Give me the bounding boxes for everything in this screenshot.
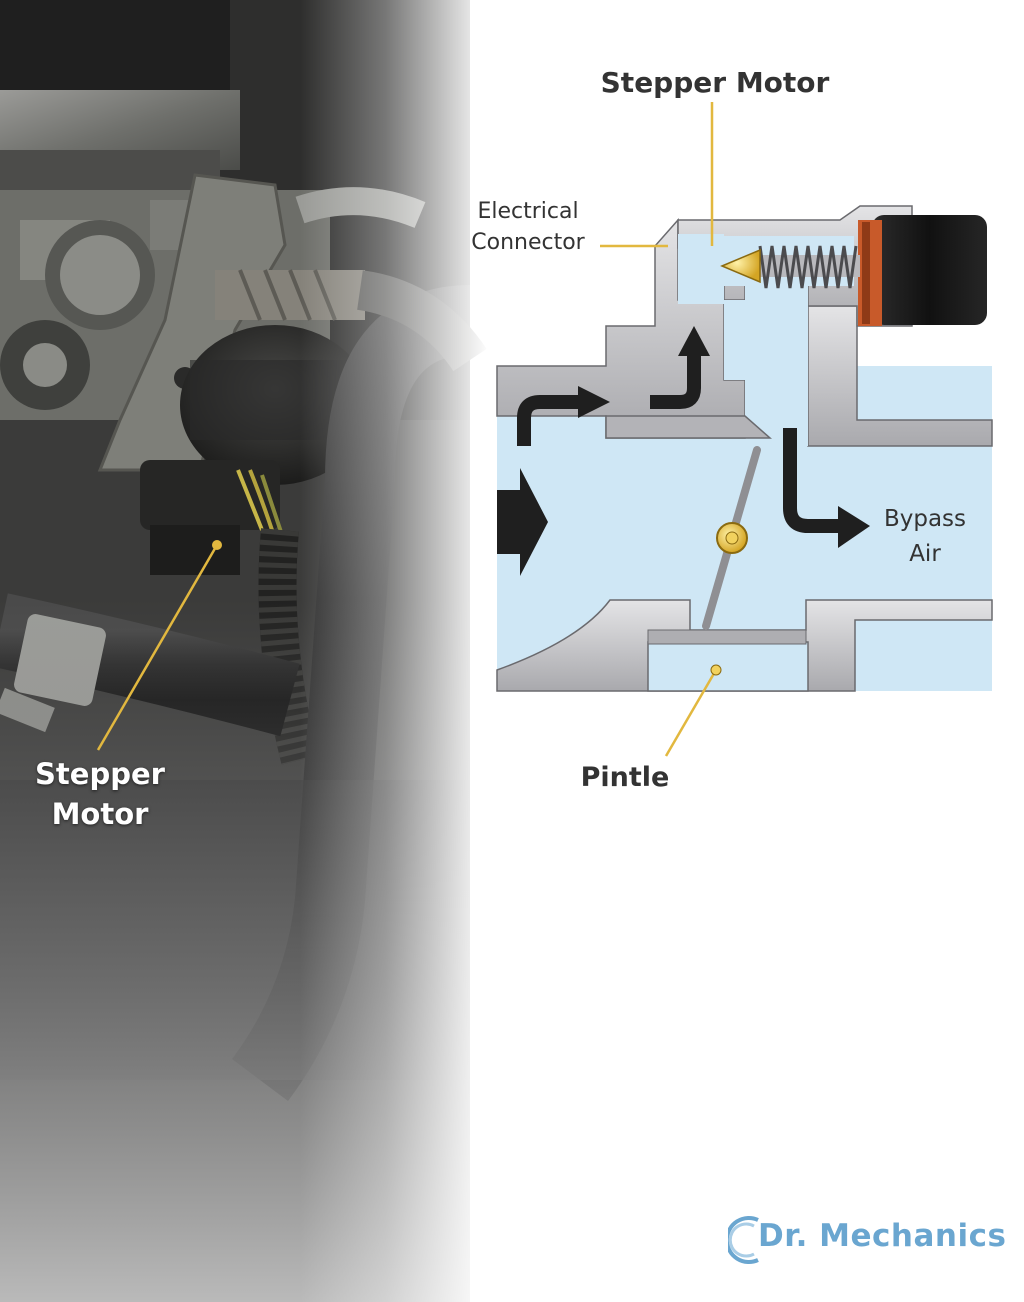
bypass-label-line1: Bypass: [883, 506, 967, 532]
logo-ring-icon: [728, 1216, 759, 1264]
photo-stepper-motor-label: Stepper Motor: [20, 754, 180, 834]
electrical-connector-plug: [872, 215, 987, 325]
pintle-tip: [720, 248, 761, 284]
photo-leader-dot: [212, 540, 222, 550]
pintle-leader-dot: [710, 664, 722, 676]
arrow-heads: [497, 326, 870, 576]
logo-text: Dr. Mechanics: [758, 1218, 1007, 1254]
airflow-arrows: [517, 352, 842, 533]
bypass-label-line2: Air: [909, 541, 941, 567]
motor-spring: [758, 245, 858, 289]
bypass-air-label: Bypass Air: [862, 502, 988, 572]
photo-leader-line: [96, 544, 219, 751]
pintle-label: Pintle: [580, 762, 670, 793]
pintle-chamber: [647, 641, 809, 692]
photo-label-line2: Motor: [51, 797, 149, 831]
pintle-leader-line: [664, 669, 718, 757]
photo-label-line1: Stepper: [35, 757, 165, 791]
electrical-connector-label: Electrical Connector: [440, 196, 616, 258]
connector-label-line2: Connector: [471, 230, 585, 255]
connector-label-line1: Electrical: [477, 199, 579, 224]
brand-logo: Dr. Mechanics: [728, 1210, 1008, 1270]
housing-wedge: [605, 415, 772, 439]
diagram-title: Stepper Motor: [600, 66, 830, 99]
